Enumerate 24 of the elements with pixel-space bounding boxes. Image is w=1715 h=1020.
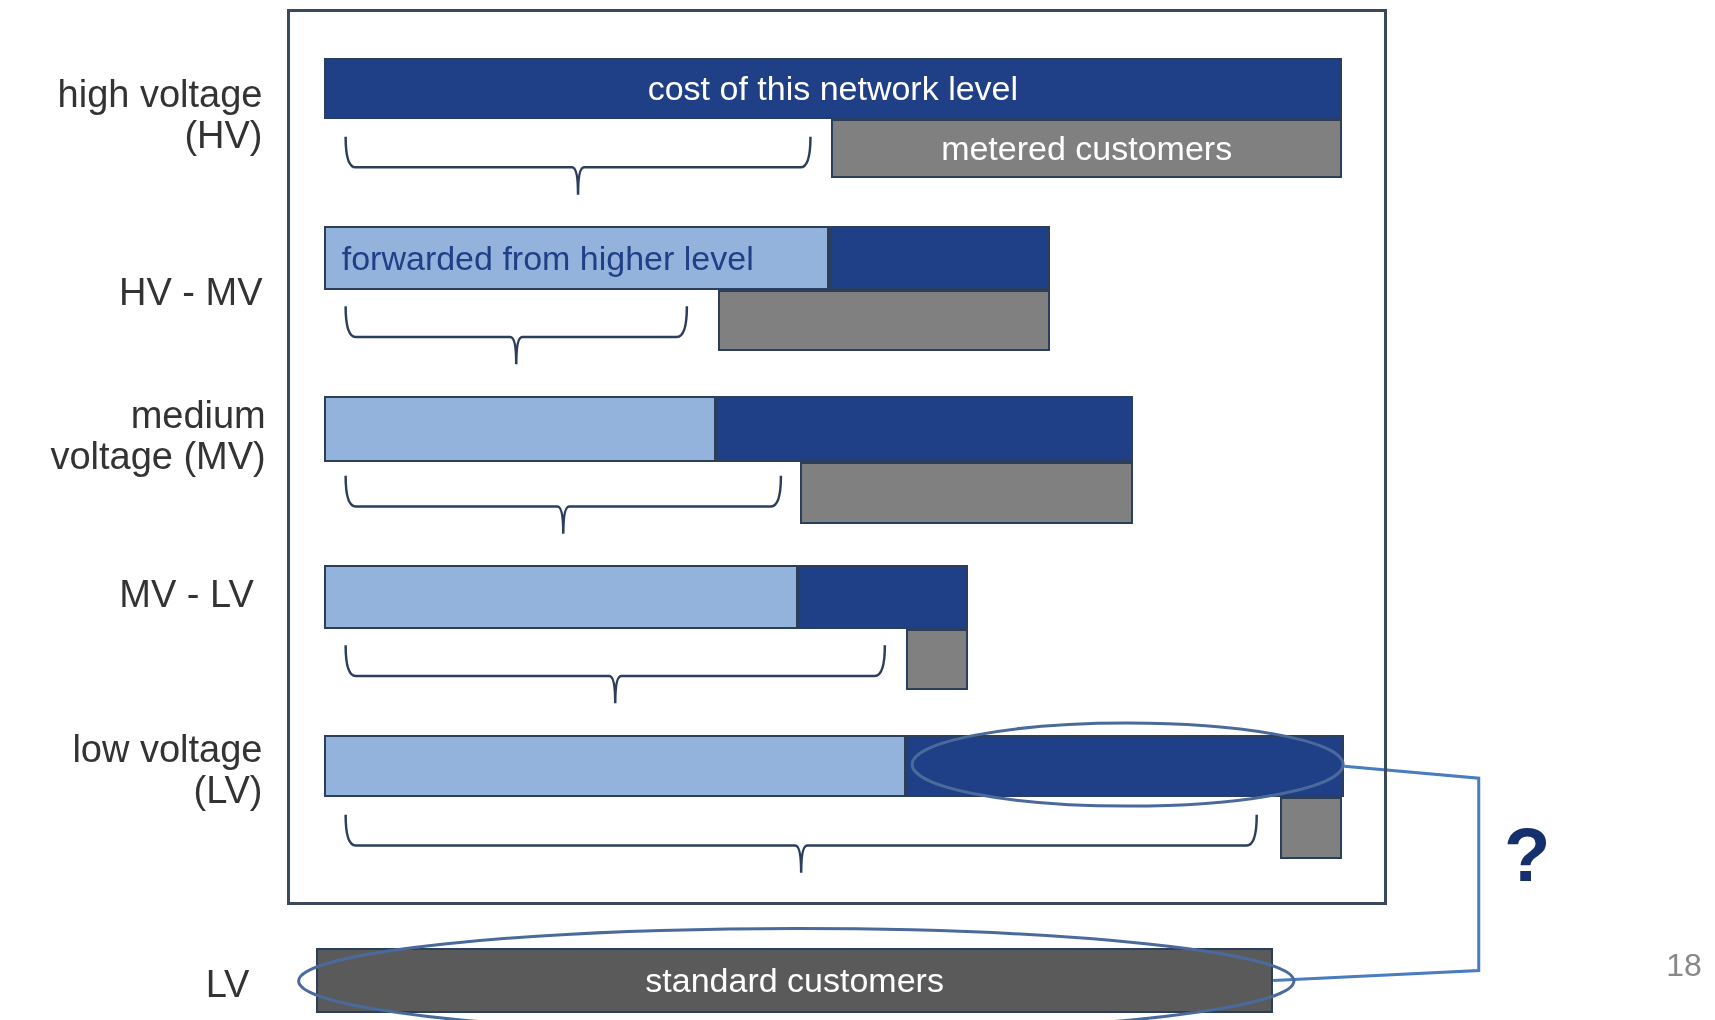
connector-line [1273, 764, 1481, 983]
metered-bar: metered customers [831, 119, 1343, 179]
metered-bar [1279, 797, 1343, 859]
row-label: medium voltage (MV) [49, 395, 266, 478]
cost-bar [905, 735, 1345, 798]
forwarded-bar [323, 565, 799, 629]
forwarded-bar [323, 395, 717, 462]
row-label: LV [204, 963, 250, 1005]
metered-bar [799, 461, 1134, 524]
row-label: high voltage (HV) [56, 73, 263, 156]
page-number: 18 [1665, 945, 1702, 985]
row-label: low voltage (LV) [71, 729, 263, 811]
frame-box [286, 8, 1387, 905]
cost-bar [798, 565, 968, 629]
row-label: MV - LV [118, 573, 254, 615]
forwarded-bar [323, 735, 906, 798]
cost-bar: cost of this network level [323, 57, 1343, 120]
metered-bar [905, 628, 968, 691]
metered-bar [717, 289, 1050, 352]
forwarded-bar: forwarded from higher level [323, 226, 830, 290]
row-label: HV - MV [117, 271, 263, 313]
cost-bar [829, 226, 1050, 290]
standard-customers-bar: standard customers [316, 948, 1274, 1013]
cost-bar [716, 395, 1134, 462]
